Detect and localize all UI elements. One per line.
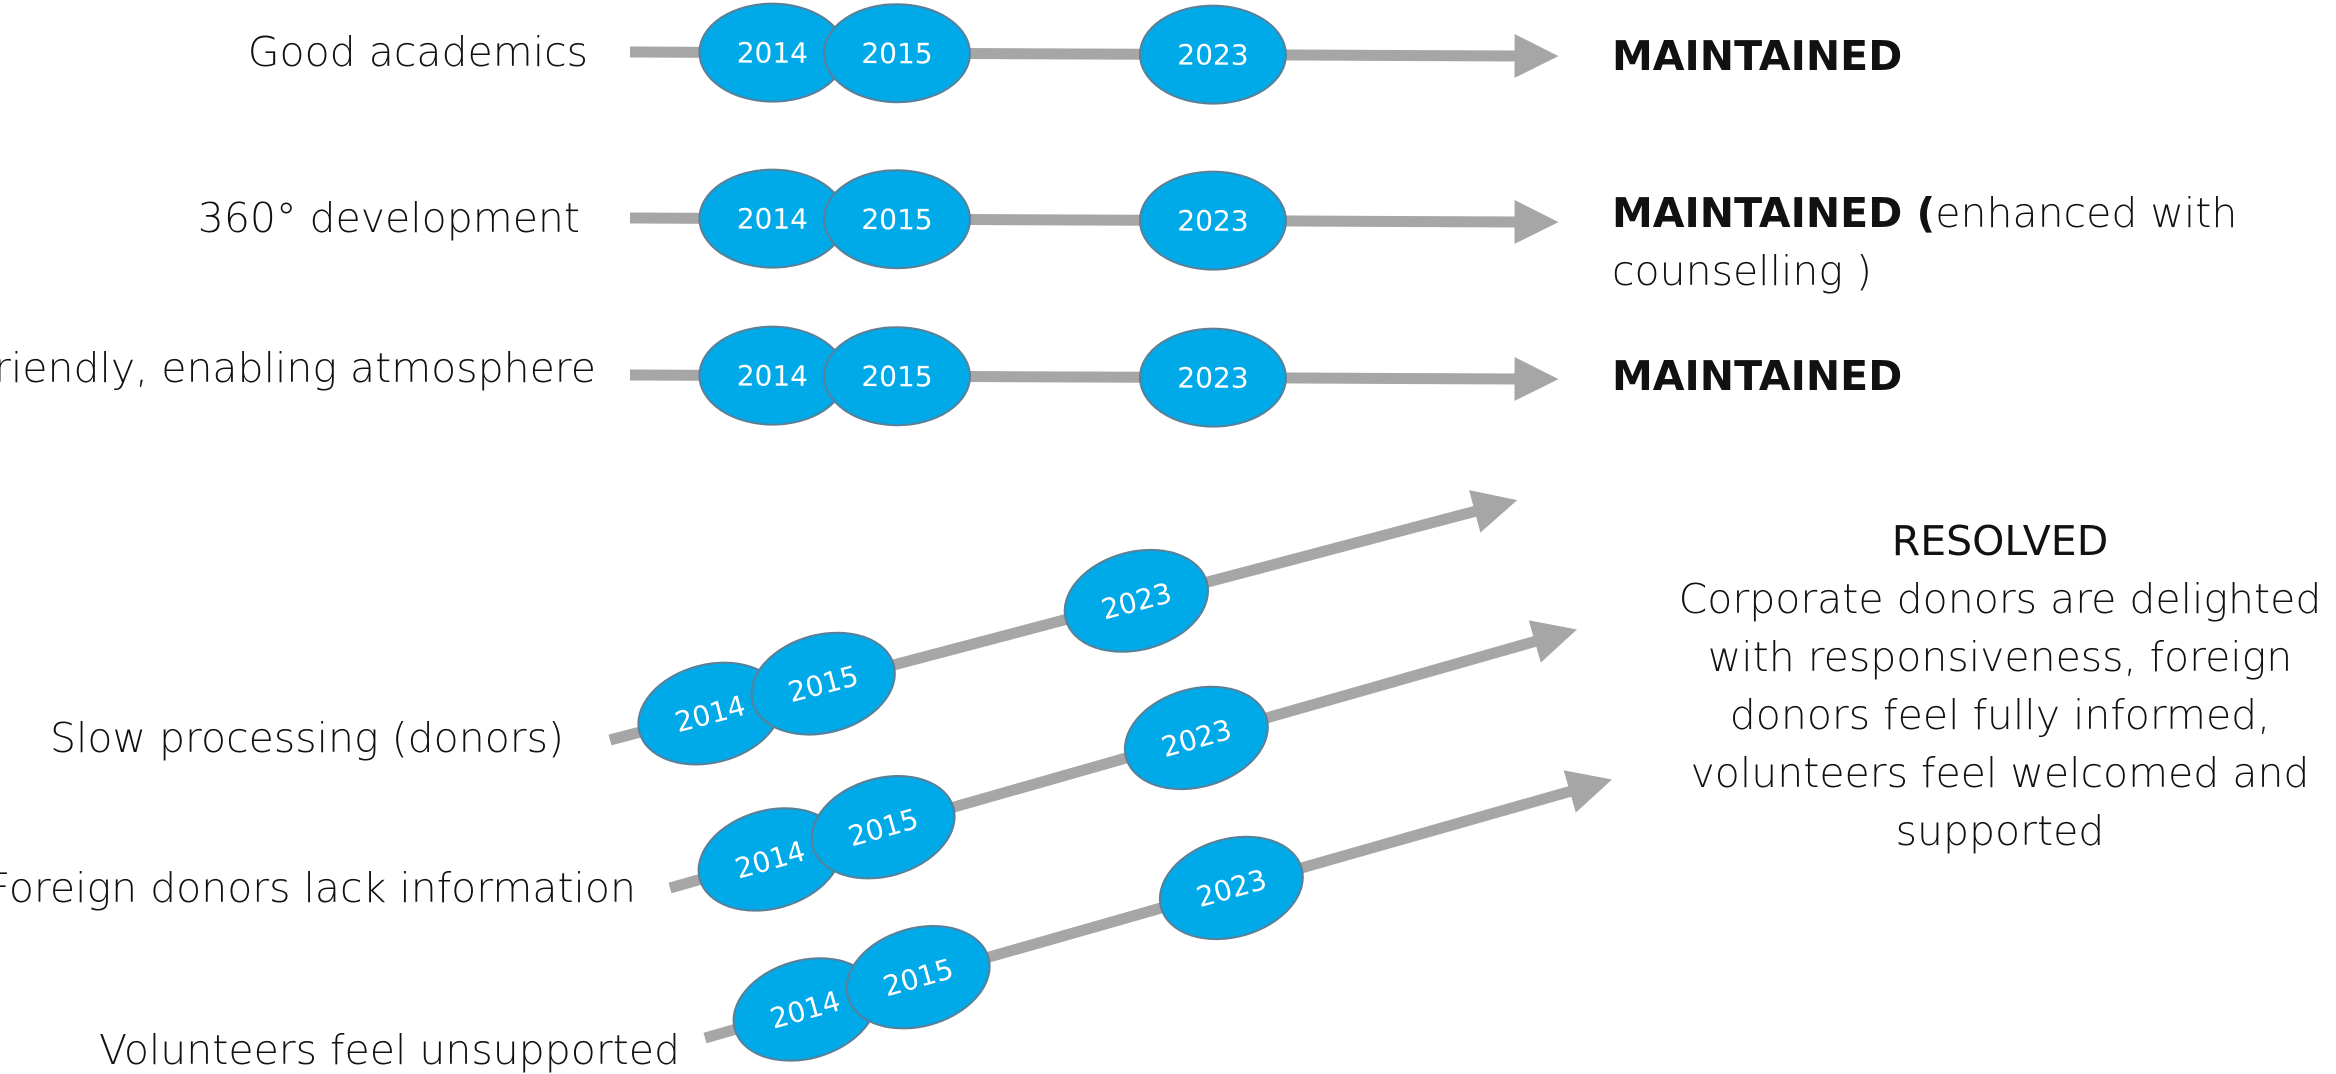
- year-marker-2023: 2023: [1123, 685, 1269, 791]
- year-marker-2015: 2015: [823, 169, 971, 270]
- year-label: 2023: [1177, 204, 1248, 237]
- status-360-development: MAINTAINED (enhanced with: [1612, 193, 2237, 234]
- year-marker-2023: 2023: [1138, 170, 1287, 271]
- row-label-360-development: 360° development: [197, 194, 580, 242]
- year-marker-2015: 2015: [810, 775, 956, 880]
- year-marker-2014: 2014: [732, 957, 878, 1062]
- year-ellipse: [1138, 4, 1287, 105]
- year-label: 2014: [737, 359, 808, 392]
- year-marker-2023: 2023: [1138, 327, 1287, 428]
- timeline-friendly-atmosphere: 2014 2015 2023: [629, 325, 1559, 428]
- row-label-good-academics: Good academics: [247, 28, 588, 76]
- year-marker-2023: 2023: [1063, 548, 1210, 653]
- year-ellipse: [845, 925, 991, 1030]
- status-friendly-atmosphere: MAINTAINED: [1612, 356, 1902, 397]
- row-label-foreign-donors: Foreign donors lack information: [0, 864, 636, 912]
- resolved-line: Corporate donors are delighted: [1678, 575, 2322, 623]
- resolved-block: RESOLVED Corporate donors are delighted …: [1660, 512, 2336, 860]
- row-label-friendly-atmosphere: Friendly, enabling atmosphere: [0, 344, 596, 392]
- year-marker-2014: 2014: [698, 168, 847, 269]
- status-text: MAINTAINED: [1612, 32, 1903, 80]
- year-ellipse: [1123, 685, 1269, 791]
- status-note: enhanced with: [1935, 189, 2238, 237]
- year-marker-2015: 2015: [750, 631, 896, 736]
- year-label: 2014: [737, 202, 808, 235]
- year-label: 2015: [861, 37, 932, 70]
- year-ellipse: [1158, 835, 1304, 941]
- resolved-line: supported: [1895, 807, 2105, 855]
- year-marker-2015: 2015: [823, 3, 971, 104]
- year-label: 2015: [861, 203, 932, 236]
- timeline-360-development: 2014 2015 2023: [629, 168, 1559, 271]
- row-label-slow-processing: Slow processing (donors): [49, 714, 564, 762]
- resolved-line: volunteers feel welcomed and: [1690, 749, 2310, 797]
- resolved-line: donors feel fully informed,: [1729, 691, 2271, 739]
- year-label: 2015: [861, 360, 932, 393]
- year-ellipse: [1138, 327, 1287, 428]
- year-marker-2023: 2023: [1158, 835, 1304, 941]
- year-marker-2014: 2014: [698, 2, 847, 103]
- status-good-academics: MAINTAINED: [1612, 36, 1902, 77]
- year-label: 2023: [1177, 38, 1248, 71]
- year-ellipse: [750, 631, 896, 736]
- year-ellipse: [823, 3, 971, 104]
- year-marker-2015: 2015: [845, 925, 991, 1030]
- resolved-heading: RESOLVED: [1891, 517, 2109, 565]
- year-ellipse: [823, 326, 971, 427]
- year-ellipse: [810, 775, 956, 880]
- year-ellipse: [1063, 548, 1210, 653]
- row-label-volunteers: Volunteers feel unsupported: [98, 1026, 680, 1074]
- status-360-development-line2: counselling ): [1612, 247, 1872, 295]
- year-marker-2015: 2015: [823, 326, 971, 427]
- year-label: 2023: [1177, 361, 1248, 394]
- year-marker-2014: 2014: [697, 807, 843, 912]
- status-text: MAINTAINED: [1612, 352, 1903, 400]
- year-label: 2014: [737, 36, 808, 69]
- status-text: MAINTAINED (: [1612, 189, 1936, 237]
- resolved-line: with responsiveness, foreign: [1707, 633, 2293, 681]
- year-marker-2023: 2023: [1138, 4, 1287, 105]
- year-ellipse: [823, 169, 971, 270]
- timeline-good-academics: 2014 2015 2023: [629, 2, 1559, 105]
- year-ellipse: [1138, 170, 1287, 271]
